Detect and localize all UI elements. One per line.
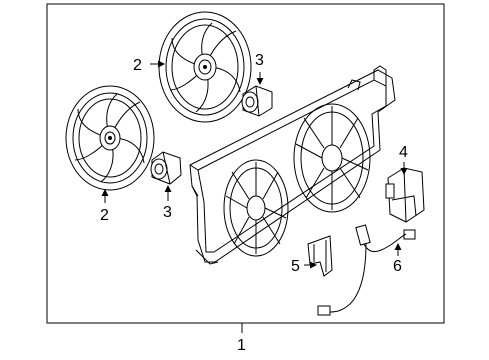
callout-fan-lower: 2 <box>100 207 109 224</box>
leader-lines <box>101 60 408 333</box>
diagram-border <box>46 3 445 324</box>
fan-blade-lower <box>65 85 155 191</box>
control-module <box>385 167 425 223</box>
fan-motor-lower <box>150 151 182 185</box>
callout-module: 4 <box>399 144 408 161</box>
mounting-bracket <box>307 235 333 277</box>
fan-motor-upper <box>241 85 273 117</box>
callout-motor-upper: 3 <box>255 52 264 69</box>
callout-motor-lower: 3 <box>163 204 172 221</box>
fan-blade-upper <box>158 11 252 123</box>
callout-harness: 6 <box>393 258 402 275</box>
callout-frame: 1 <box>237 337 246 354</box>
callout-bracket: 5 <box>291 258 300 275</box>
callout-fan-upper: 2 <box>133 57 142 74</box>
fan-shroud-frame <box>189 65 396 265</box>
wiring-harness <box>317 224 416 316</box>
